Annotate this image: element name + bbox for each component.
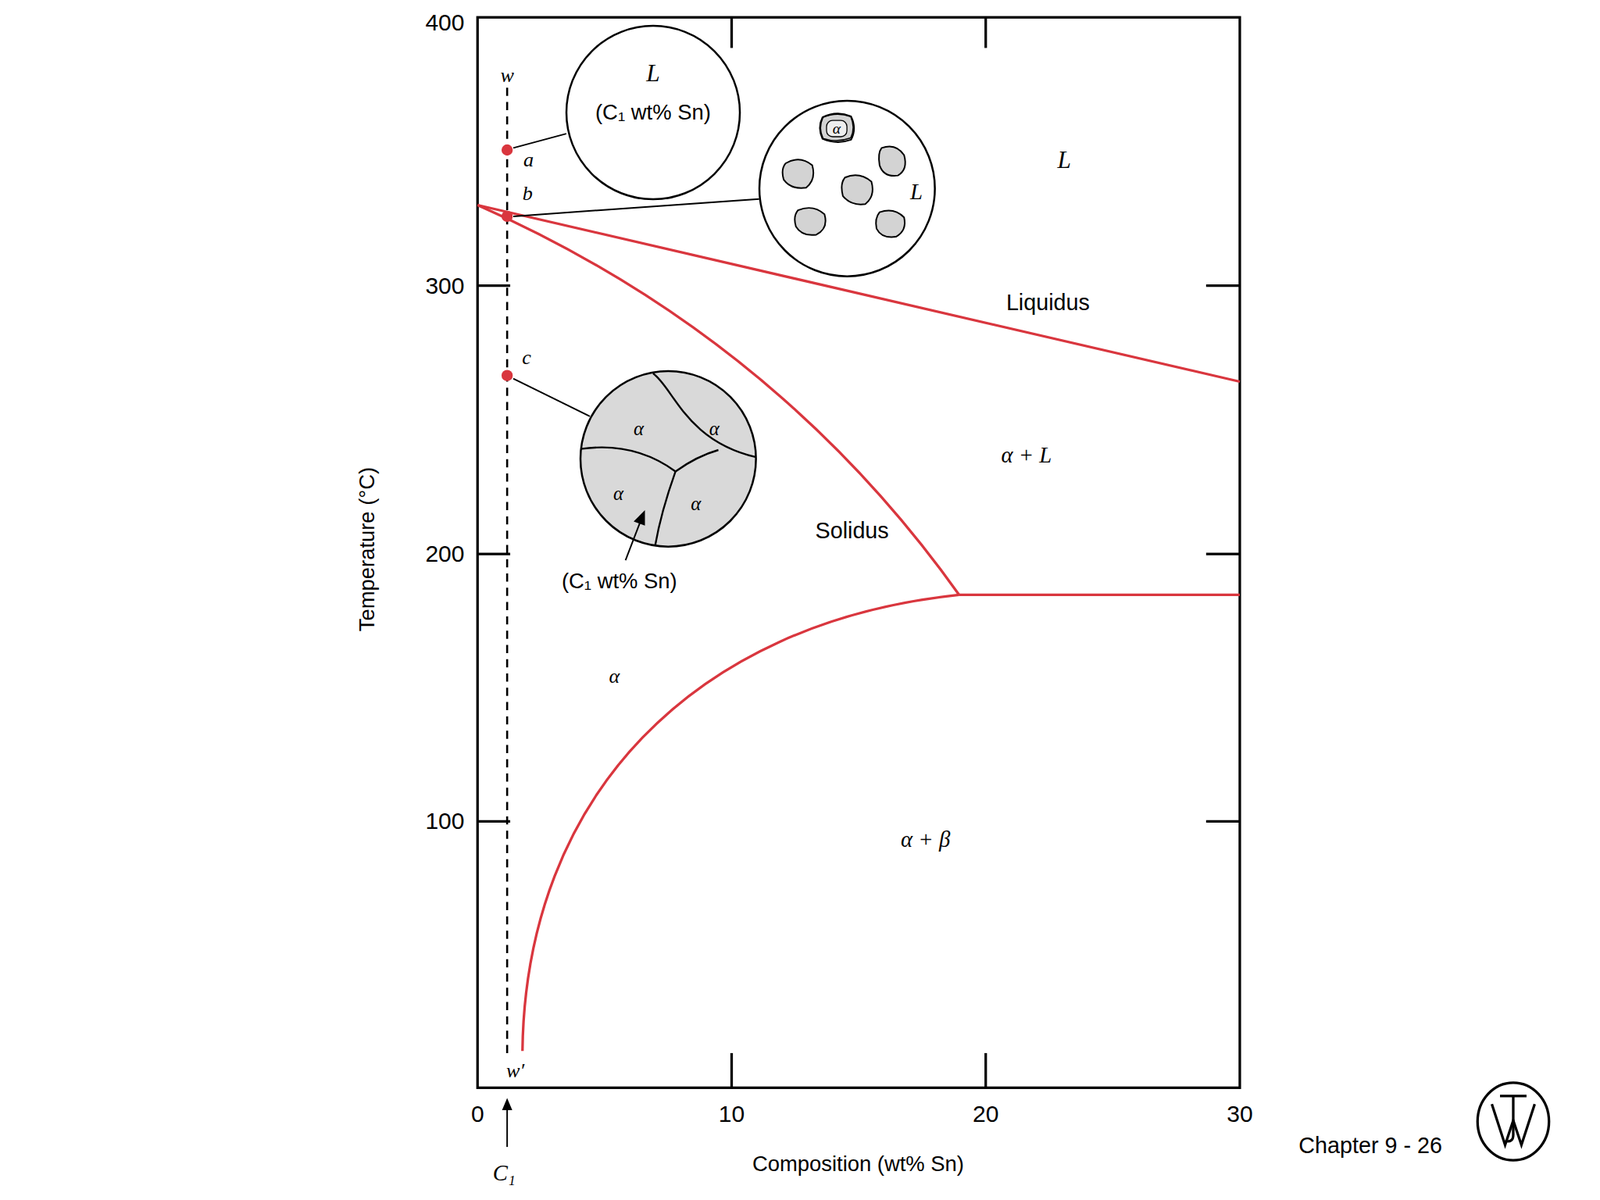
- c1-arrowhead: [502, 1097, 513, 1111]
- phase-label: α: [690, 493, 701, 515]
- callout-arrowhead: [633, 510, 645, 526]
- tick-label: 200: [425, 541, 465, 568]
- phase-label: α: [832, 120, 841, 138]
- axis-title: Composition (wt% Sn): [752, 1152, 965, 1176]
- point-label: c: [521, 346, 532, 370]
- axis-title: Temperature (°C): [355, 466, 379, 631]
- axis-ticks: [477, 17, 1240, 1088]
- phase-boundaries: [477, 205, 1240, 1052]
- microstructure-circle: L (C₁ wt% Sn): [566, 25, 740, 200]
- composition-label: C₁: [492, 1160, 516, 1186]
- tick-label: 10: [718, 1101, 745, 1128]
- grain-boundaries: [580, 373, 757, 547]
- phase-label: α: [633, 417, 644, 440]
- node-outline: [580, 371, 757, 547]
- tick-label: 0: [471, 1101, 485, 1128]
- plot-frame: [477, 17, 1240, 1088]
- phase-region-label: L: [1057, 146, 1072, 174]
- phase-region-label: α: [608, 665, 620, 689]
- microstructure-fill: [566, 25, 740, 200]
- phase-label: (C₁ wt% Sn): [595, 100, 711, 125]
- dashed-composition-line: [506, 87, 509, 1059]
- microstructure-circle: Lα: [759, 100, 936, 277]
- point-label: b: [522, 182, 533, 206]
- phase-label: α: [709, 417, 720, 440]
- microstructure-fill: [759, 100, 936, 277]
- grain-core: [826, 120, 847, 137]
- callout-label: (C₁ wt% Sn): [561, 569, 678, 593]
- tick-label: 400: [425, 9, 465, 36]
- phase-label: α: [613, 483, 624, 505]
- microstructure-fill: [580, 371, 757, 547]
- state-points: [501, 144, 513, 382]
- phase-label: L: [910, 179, 923, 205]
- line-label: w: [500, 64, 514, 87]
- node-outline: [759, 100, 936, 277]
- slide-number: Chapter 9 - 26: [1298, 1133, 1443, 1159]
- tick-label: 30: [1226, 1101, 1253, 1128]
- point-label: a: [523, 149, 534, 172]
- publisher-logo: [1477, 1082, 1549, 1161]
- solid-grains: [782, 113, 906, 237]
- c1-arrow: [506, 1106, 508, 1147]
- tick-label: 300: [425, 272, 465, 299]
- microstructure-circle: α α α α: [580, 371, 757, 547]
- line-label: w′: [506, 1060, 525, 1083]
- boundary-label: Solidus: [815, 519, 890, 545]
- boundary-label: Liquidus: [1006, 290, 1090, 316]
- phase-label: L: [646, 60, 660, 87]
- phase-region-label: α + β: [900, 827, 950, 853]
- tick-label: 20: [972, 1101, 999, 1128]
- phase-region-label: α + L: [1001, 442, 1053, 468]
- grain-shape: α: [819, 113, 854, 143]
- tick-label: 100: [425, 808, 465, 835]
